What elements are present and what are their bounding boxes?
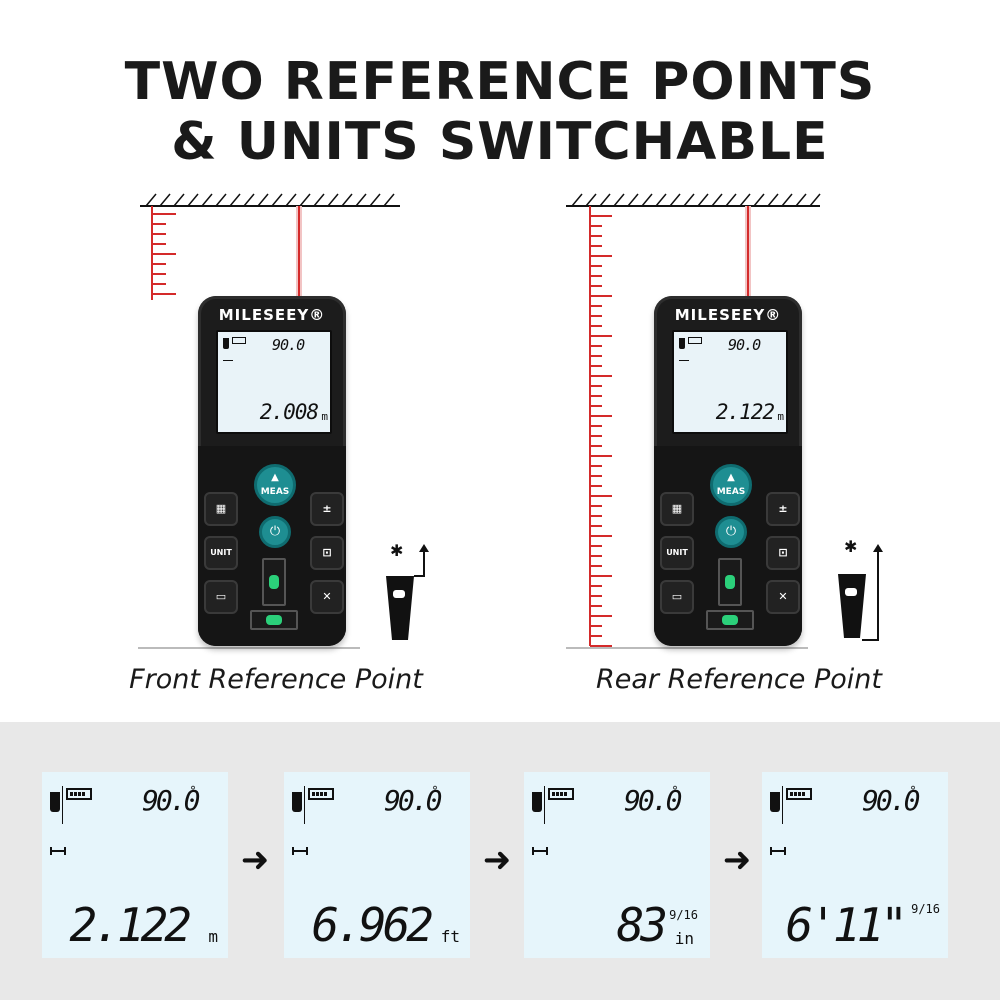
degree-symbol: ° [672,784,678,798]
degree-symbol: ° [910,784,916,798]
distance-value: 6'11" [785,898,909,952]
power-icon[interactable]: ⏻ [259,516,291,548]
laser-left [296,206,302,298]
reference-diagram: ✱ ✱ [138,193,883,649]
mute-icon[interactable]: ✕ [310,580,344,614]
fraction-value: 9/16 [911,902,940,916]
meas-button[interactable]: MEAS [254,453,296,506]
ruler-right [589,206,612,647]
device-screen: 90.0 2.122 m [672,330,788,434]
angle-readout: 90.0 [728,336,761,354]
battery-icon [308,788,334,800]
unit-readout: m [777,410,784,423]
angle-readout: 90.0 [862,784,920,817]
reference-icon [532,847,548,855]
meter-arrow-icon [782,786,783,824]
front-reference-icon: ✱ [386,541,429,640]
reference-switch-icon[interactable]: ⊡ [310,536,344,570]
lcd-panel-inches: 90.0 ° 83 9/16 in [524,772,710,958]
unit-readout: m [321,410,328,423]
ruler-left [151,206,176,300]
reference-switch-icon[interactable]: ⊡ [766,536,800,570]
distance-value: 2.122 [69,898,193,952]
distance-value: 6.962 [311,898,435,952]
arrow-right-icon: ➜ [240,840,270,880]
laser-meter-front: MILESEEY® 90.0 2.008 m MEAS ⏻ ▦ UNIT ▭ ±… [198,296,346,646]
svg-text:✱: ✱ [390,541,403,560]
angle-readout: 90.0 [384,784,442,817]
meter-arrow-icon [544,786,545,824]
battery-icon [232,337,246,344]
lcd-panel-feet-inches: 90.0 ° 6'11" 9/16 [762,772,948,958]
angle-readout: 90.0 [624,784,682,817]
meas-button[interactable]: MEAS [710,453,752,506]
battery-icon [786,788,812,800]
arrow-right-icon: ➜ [482,840,512,880]
ceiling-left [140,193,400,207]
reference-icon [223,360,233,361]
rear-reference-icon: ✱ [838,537,883,641]
meter-arrow-icon [62,786,63,824]
power-icon[interactable]: ⏻ [715,516,747,548]
device-screen: 90.0 2.008 m [216,330,332,434]
reference-icon [292,847,308,855]
battery-icon [688,337,702,344]
brand-logo: MILESEEY® [674,306,782,324]
reference-icon [679,360,689,361]
meter-arrow-icon [304,786,305,824]
history-icon[interactable]: ▭ [204,580,238,614]
meter-icon [679,338,685,349]
laser-right [745,206,751,298]
reference-icon [770,847,786,855]
laser-meter-rear: MILESEEY® 90.0 2.122 m MEAS ⏻ ▦ UNIT ▭ ±… [654,296,802,646]
battery-icon [548,788,574,800]
degree-symbol: ° [432,784,438,798]
distance-readout: 2.008 [259,400,319,424]
meter-icon [292,792,302,812]
degree-symbol: ° [190,784,196,798]
headline-line-2: & UNITS SWITCHABLE [171,112,829,172]
unit-button[interactable]: UNIT [204,536,238,570]
mute-icon[interactable]: ✕ [766,580,800,614]
caption-front-reference: Front Reference Point [129,664,423,695]
level-bubble-icon [262,558,286,606]
distance-readout: 2.122 [715,400,775,424]
svg-text:✱: ✱ [844,537,857,556]
unit-label: ft [440,927,460,946]
meter-icon [770,792,780,812]
meter-icon [532,792,542,812]
level-bubble-icon [706,610,754,630]
arrow-right-icon: ➜ [722,840,752,880]
brand-logo: MILESEEY® [218,306,326,324]
distance-value: 83 [616,898,668,952]
unit-label: m [208,927,218,946]
meter-icon [223,338,229,349]
lcd-panel-feet: 90.0 ° 6.962 ft [284,772,470,958]
battery-icon [66,788,92,800]
angle-readout: 90.0 [142,784,200,817]
angle-readout: 90.0 [272,336,305,354]
reference-icon [50,847,66,855]
fraction-value: 9/16 [669,908,698,922]
meter-icon [50,792,60,812]
unit-label: in [674,929,694,948]
lcd-panel-meters: 90.0 ° 2.122 m [42,772,228,958]
history-icon[interactable]: ▭ [660,580,694,614]
mode-icon[interactable]: ▦ [204,492,238,526]
mode-icon[interactable]: ▦ [660,492,694,526]
ceiling-right [566,193,821,207]
caption-rear-reference: Rear Reference Point [596,664,882,695]
level-bubble-icon [250,610,298,630]
level-bubble-icon [718,558,742,606]
unit-button[interactable]: UNIT [660,536,694,570]
headline-line-1: TWO REFERENCE POINTS [124,52,876,112]
plus-minus-icon[interactable]: ± [766,492,800,526]
plus-minus-icon[interactable]: ± [310,492,344,526]
